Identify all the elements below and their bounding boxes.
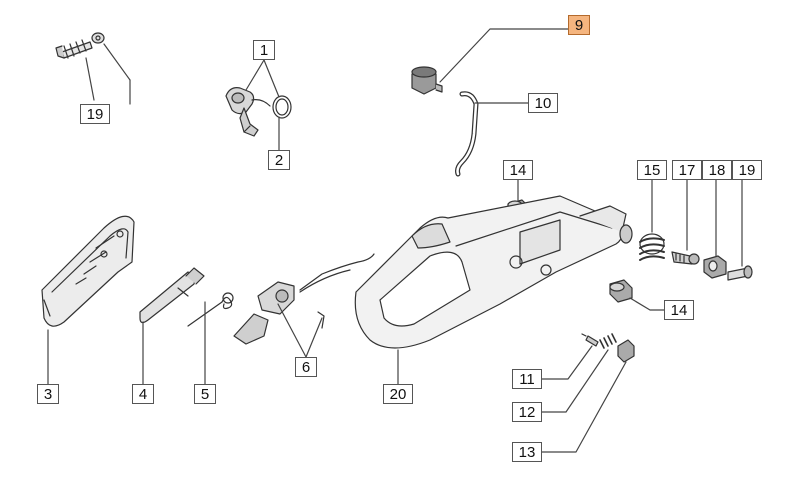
part-label-1: 1 xyxy=(253,40,275,60)
part-label-20: 20 xyxy=(383,384,413,404)
throttle-assembly-part-6 xyxy=(233,253,375,345)
rear-handle-part-20 xyxy=(354,195,633,349)
bushing-part-14-bottom xyxy=(609,279,633,303)
leader-19-top xyxy=(85,57,95,101)
part-label-19-right: 19 xyxy=(732,160,762,180)
part-label-10: 10 xyxy=(528,93,558,113)
part-label-15: 15 xyxy=(637,160,667,180)
part-label-4: 4 xyxy=(132,384,154,404)
pin-part-11 xyxy=(581,333,599,347)
sensor-part-1 xyxy=(225,87,271,137)
o-ring-part-2 xyxy=(272,95,292,119)
part-label-17: 17 xyxy=(672,160,702,180)
spring-part-15 xyxy=(639,233,665,261)
part-label-2: 2 xyxy=(268,150,290,170)
part-label-3: 3 xyxy=(37,384,59,404)
nut-part-18 xyxy=(703,255,727,279)
screw-part-17 xyxy=(671,251,700,265)
spring-rod-part-5 xyxy=(187,292,234,327)
spring-part-12 xyxy=(599,333,617,349)
part-label-14-top: 14 xyxy=(503,160,533,180)
screw-part-19-top xyxy=(55,32,105,59)
grommet-part-9 xyxy=(411,66,443,95)
part-label-11: 11 xyxy=(512,369,542,389)
part-label-19-top: 19 xyxy=(80,104,110,124)
leader-washer-top xyxy=(103,43,131,81)
part-label-14-bottom: 14 xyxy=(664,300,694,320)
part-label-12: 12 xyxy=(512,402,542,422)
trigger-part-4 xyxy=(139,267,205,324)
front-handle-part-3 xyxy=(41,215,135,327)
bolt-part-19 xyxy=(727,265,753,281)
part-label-6: 6 xyxy=(295,357,317,377)
cap-part-13 xyxy=(617,339,635,363)
part-label-13: 13 xyxy=(512,442,542,462)
part-label-5: 5 xyxy=(194,384,216,404)
part-label-18: 18 xyxy=(702,160,732,180)
part-label-9: 9 xyxy=(568,15,590,35)
